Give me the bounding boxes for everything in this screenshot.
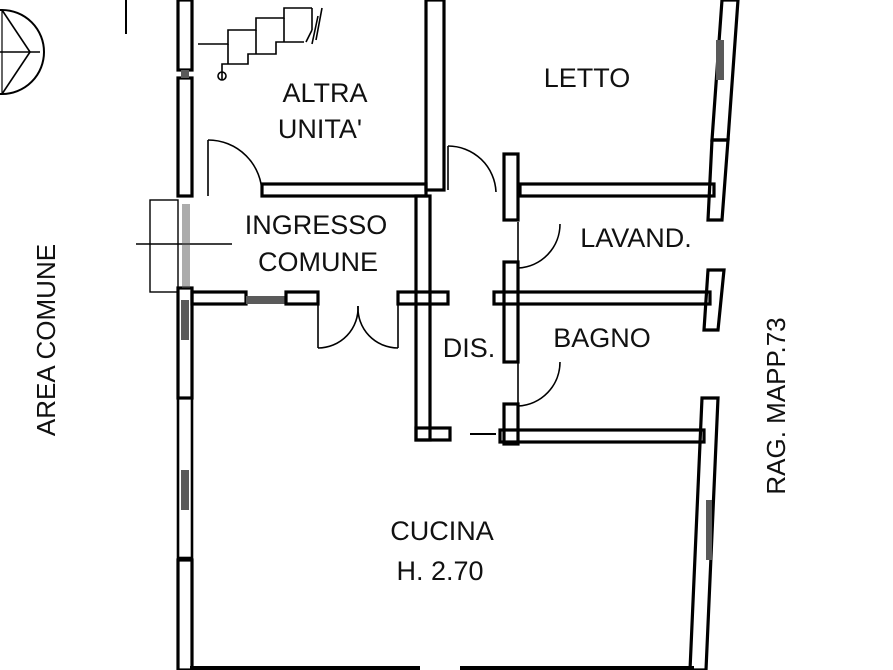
room-height-cucina: H. 2.70 [396,556,483,586]
room-label-bagno: BAGNO [553,323,651,353]
room-label-comune: COMUNE [258,247,378,277]
compass-icon [0,9,45,95]
exterior-walls [136,0,740,670]
room-label-lavand: LAVAND. [580,223,692,253]
room-label-dis: DIS. [443,333,496,363]
room-label-ingresso: INGRESSO [245,210,388,240]
room-label-unita: UNITA' [278,114,362,144]
exterior-label-area-comune: AREA COMUNE [31,244,61,436]
exterior-label-rag-mapp: RAG. MAPP.73 [761,317,791,494]
interior-walls [190,0,716,446]
staircase-icon [198,7,323,81]
room-label-cucina: CUCINA [390,516,494,546]
doors [207,139,561,407]
room-label-letto: LETTO [544,63,631,93]
room-label-altra: ALTRA [282,78,367,108]
